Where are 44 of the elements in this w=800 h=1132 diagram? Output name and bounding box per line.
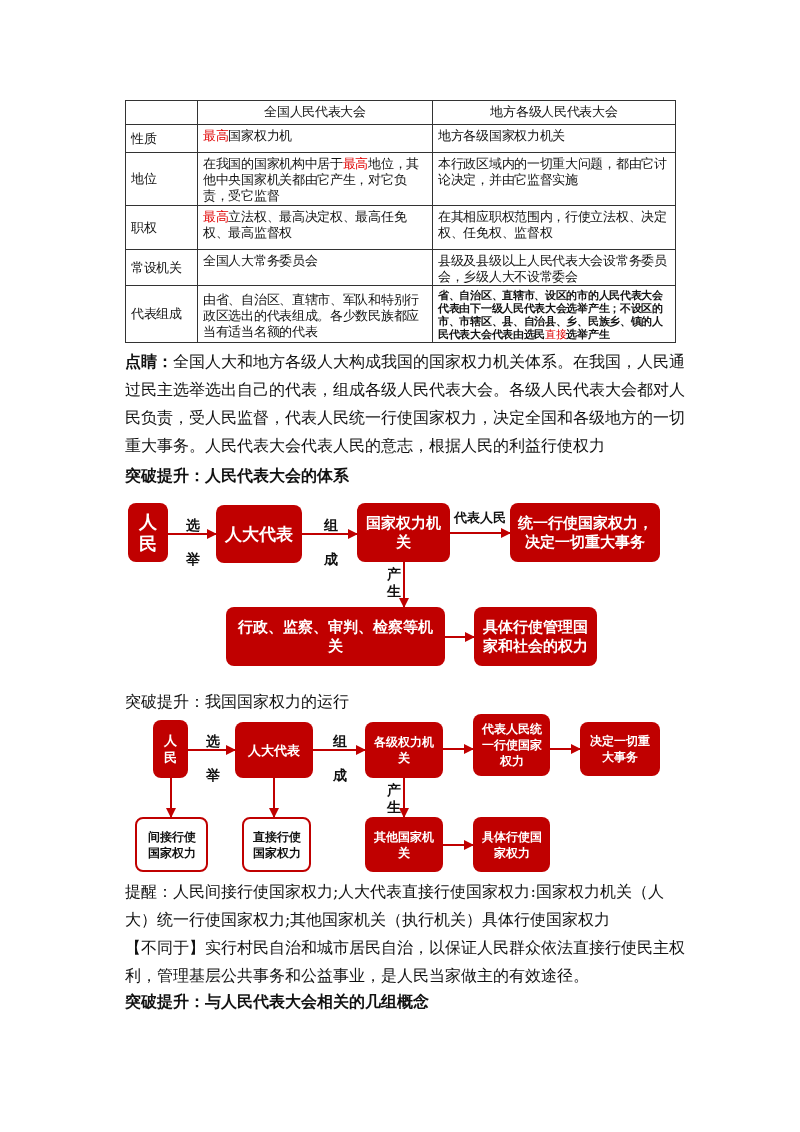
process-box: 决定一切重大事务 xyxy=(580,722,660,776)
process-box: 国家权力机关 xyxy=(357,503,450,562)
arrow xyxy=(442,840,474,850)
edge-label: 选举 xyxy=(185,516,200,569)
process-box: 代表人民统一行使国家权力 xyxy=(473,714,550,776)
arrow xyxy=(301,529,358,539)
arrow xyxy=(312,745,366,755)
process-box: 人民 xyxy=(128,503,168,562)
row-header: 代表组成 xyxy=(125,285,198,343)
process-box: 人民 xyxy=(153,720,188,778)
section-heading: 突破提升：人民代表大会的体系 xyxy=(125,465,350,487)
arrow xyxy=(167,529,217,539)
process-box: 统一行使国家权力，决定一切重大事务 xyxy=(510,503,660,562)
arrow xyxy=(269,777,279,818)
arrow xyxy=(449,528,511,538)
arrow xyxy=(399,561,409,608)
process-box: 具体行使国家权力 xyxy=(473,817,550,872)
process-box: 其他国家机关 xyxy=(365,817,443,872)
arrow xyxy=(444,632,475,642)
column-header: 地方各级人民代表大会 xyxy=(432,100,676,125)
paragraph: 点睛：全国人大和地方各级人大构成我国的国家权力机关体系。在我国，人民通过民主选举选出自己的代表，组成各级人民代表大会。各级人民代表大会都对人民负责，受人民监督，代表人民统一行使国家权力，决定全国和各级地方的一切重大事务。人民代表大会代表人民的意志，根据人民的利益行使权力 xyxy=(125,351,685,457)
table-cell: 省、自治区、直辖市、设区的市的人民代表大会代表由下一级人民代表大会选举产生；不设区的市、市辖区、县、自治县、乡、民族乡、镇的人民代表大会代表由选民直接选举产生 xyxy=(432,285,676,343)
process-box: 人大代表 xyxy=(235,722,313,778)
edge-label: 产生 xyxy=(386,566,401,600)
process-box: 人大代表 xyxy=(216,505,302,563)
edge-label: 代表人民 xyxy=(454,509,506,527)
process-box: 具体行使管理国家和社会的权力 xyxy=(474,607,597,666)
arrow xyxy=(166,777,176,818)
arrow xyxy=(549,744,581,754)
edge-label: 组成 xyxy=(323,516,338,569)
edge-label: 选举 xyxy=(205,732,220,785)
arrow xyxy=(187,745,236,755)
edge-label: 组成 xyxy=(332,732,347,785)
process-box: 各级权力机关 xyxy=(365,722,443,778)
paragraph: 【不同于】实行村民自治和城市居民自治，以保证人民群众依法直接行使民主权利，管理基层公共事务和公益事业，是人民当家做主的有效途径。 xyxy=(125,937,685,987)
process-box: 直接行使国家权力 xyxy=(242,817,311,872)
arrow xyxy=(442,744,474,754)
section-heading: 突破提升：与人民代表大会相关的几组概念 xyxy=(125,991,430,1013)
edge-label: 产生 xyxy=(386,782,401,816)
section-heading: 突破提升：我国国家权力的运行 xyxy=(125,691,350,713)
paragraph: 提醒：人民间接行使国家权力;人大代表直接行使国家权力:国家权力机关（人大）统一行使国家权力;其他国家机关（执行机关）具体行使国家权力 xyxy=(125,881,665,931)
process-box: 间接行使国家权力 xyxy=(135,817,208,872)
arrow xyxy=(399,777,409,818)
process-box: 行政、监察、审判、检察等机关 xyxy=(226,607,445,666)
